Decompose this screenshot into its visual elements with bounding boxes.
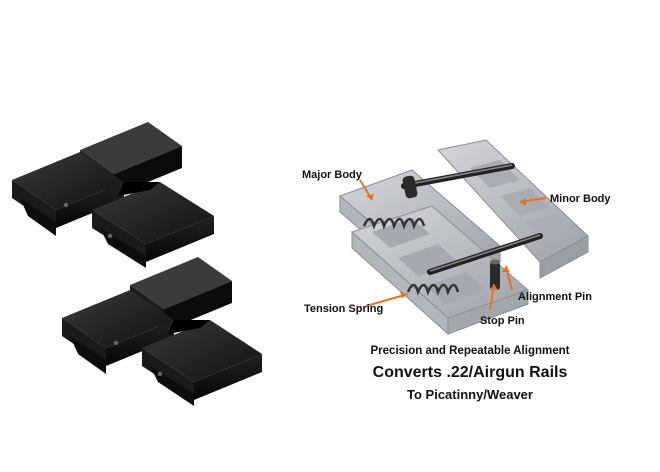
rail-adapter-bottom — [62, 257, 262, 406]
caption-line-3: To Picatinny/Weaver — [407, 387, 533, 402]
alignment-pin — [427, 233, 543, 275]
rail-adapter-top — [12, 122, 214, 268]
cutaway-diagram — [339, 139, 589, 336]
label-stop-pin: Stop Pin — [480, 315, 525, 327]
label-tension-spring: Tension Spring — [304, 303, 383, 315]
label-alignment-pin: Alignment Pin — [518, 291, 592, 303]
stop-pin — [490, 259, 500, 290]
label-major-body: Major Body — [302, 169, 363, 181]
tension-spring — [406, 283, 460, 296]
upper-spring — [362, 217, 426, 230]
caption-line-2: Converts .22/Airgun Rails — [372, 364, 568, 381]
upper-pin — [401, 163, 515, 199]
caption-line-1: Precision and Repeatable Alignment — [370, 345, 570, 357]
label-minor-body: Minor Body — [550, 193, 611, 205]
